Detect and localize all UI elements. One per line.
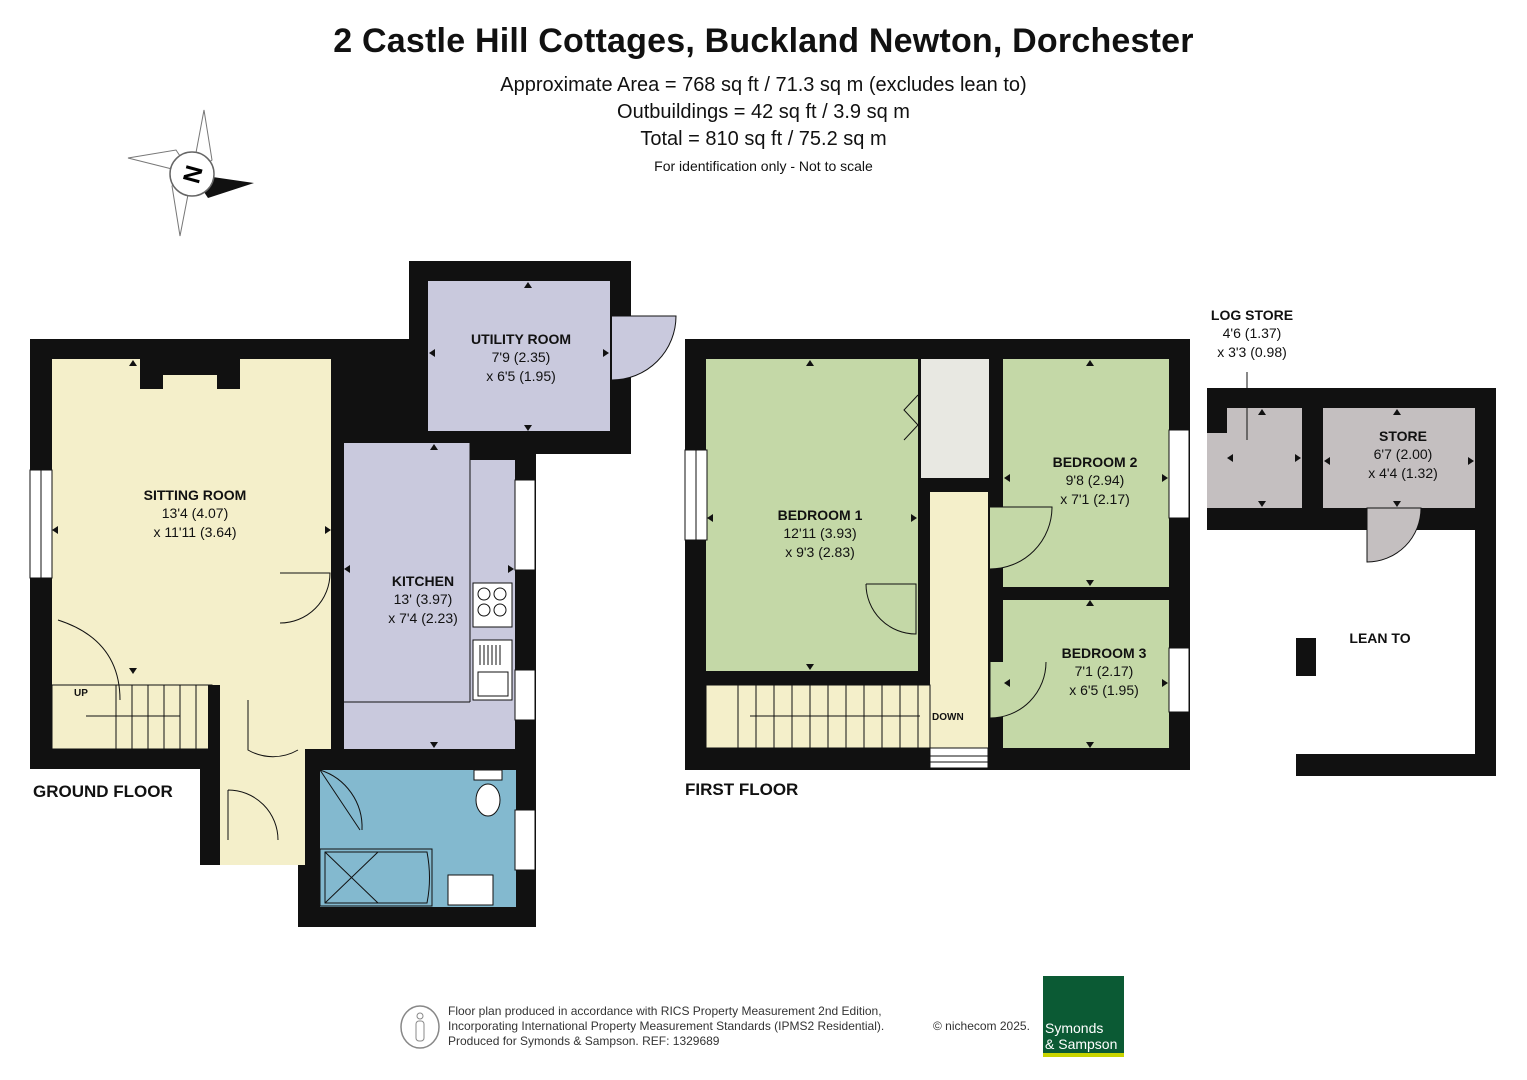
outbuildings-area: Outbuildings = 42 sq ft / 3.9 sq m	[617, 101, 910, 123]
footer-line-3: Produced for Symonds & Sampson. REF: 132…	[448, 1034, 720, 1048]
store-dim2: x 4'4 (1.32)	[1368, 465, 1438, 481]
stairs-down-label: DOWN	[932, 712, 964, 723]
log-store: LOG STORE 4'6 (1.37) x 3'3 (0.98)	[1211, 307, 1293, 360]
first-floor-label: FIRST FLOOR	[685, 780, 798, 799]
symonds-sampson-logo: Symonds & Sampson	[1043, 976, 1124, 1057]
outbuildings-plan	[1207, 372, 1496, 776]
bedroom-1-name: BEDROOM 1	[778, 507, 863, 523]
copyright: © nichecom 2025.	[933, 1019, 1030, 1033]
sitting-room-dim2: x 11'11 (3.64)	[153, 524, 236, 540]
ground-floor-plan: UP	[29, 261, 677, 927]
footer-line-2: Incorporating International Property Mea…	[448, 1019, 885, 1033]
total-area: Total = 810 sq ft / 75.2 sq m	[640, 128, 887, 150]
first-floor-plan: DOWN	[684, 339, 1190, 770]
bedroom-3-dim1: 7'1 (2.17)	[1075, 663, 1134, 679]
log-store-dim2: x 3'3 (0.98)	[1217, 344, 1287, 360]
ground-floor-label: GROUND FLOOR	[33, 782, 173, 801]
logo-line-1: Symonds	[1045, 1020, 1104, 1036]
utility-room-name: UTILITY ROOM	[471, 331, 571, 347]
bedroom-1-dim2: x 9'3 (2.83)	[785, 544, 855, 560]
log-store-name: LOG STORE	[1211, 307, 1293, 323]
person-icon	[400, 1005, 440, 1049]
utility-room: UTILITY ROOM 7'9 (2.35) x 6'5 (1.95)	[471, 331, 571, 384]
sitting-room: SITTING ROOM 13'4 (4.07) x 11'11 (3.64)	[144, 487, 247, 540]
bedroom-3: BEDROOM 3 7'1 (2.17) x 6'5 (1.95)	[1062, 645, 1147, 698]
scale-note: For identification only - Not to scale	[654, 158, 873, 174]
approximate-area: Approximate Area = 768 sq ft / 71.3 sq m…	[500, 74, 1027, 96]
bedroom-3-dim2: x 6'5 (1.95)	[1069, 682, 1139, 698]
bedroom-2-dim1: 9'8 (2.94)	[1066, 472, 1125, 488]
bedroom-2-dim2: x 7'1 (2.17)	[1060, 491, 1130, 507]
logo-line-2: & Sampson	[1045, 1036, 1118, 1052]
store: STORE 6'7 (2.00) x 4'4 (1.32)	[1368, 428, 1438, 481]
bedroom-1: BEDROOM 1 12'11 (3.93) x 9'3 (2.83)	[778, 507, 863, 560]
plan-title: 2 Castle Hill Cottages, Buckland Newton,…	[333, 22, 1194, 60]
store-dim1: 6'7 (2.00)	[1374, 446, 1433, 462]
stairs-up-label: UP	[74, 688, 88, 699]
bedroom-3-name: BEDROOM 3	[1062, 645, 1147, 661]
lean-to-name: LEAN TO	[1349, 630, 1410, 646]
footer-text: Floor plan produced in accordance with R…	[448, 1004, 884, 1049]
store-name: STORE	[1379, 428, 1427, 444]
logo-bar	[1043, 1053, 1124, 1057]
kitchen-name: KITCHEN	[392, 573, 454, 589]
bedroom-2: BEDROOM 2 9'8 (2.94) x 7'1 (2.17)	[1053, 454, 1138, 507]
sitting-room-dim1: 13'4 (4.07)	[162, 505, 229, 521]
compass-letter: N	[178, 163, 209, 187]
footer-line-1: Floor plan produced in accordance with R…	[448, 1004, 882, 1018]
log-store-dim1: 4'6 (1.37)	[1223, 325, 1282, 341]
bedroom-1-dim1: 12'11 (3.93)	[783, 525, 856, 541]
utility-room-dim2: x 6'5 (1.95)	[486, 368, 556, 384]
sitting-room-name: SITTING ROOM	[144, 487, 247, 503]
utility-room-dim1: 7'9 (2.35)	[492, 349, 551, 365]
kitchen-dim2: x 7'4 (2.23)	[388, 610, 458, 626]
compass-icon: N	[127, 109, 254, 237]
kitchen: KITCHEN 13' (3.97) x 7'4 (2.23)	[388, 573, 458, 626]
kitchen-dim1: 13' (3.97)	[394, 591, 453, 607]
bedroom-2-name: BEDROOM 2	[1053, 454, 1138, 470]
